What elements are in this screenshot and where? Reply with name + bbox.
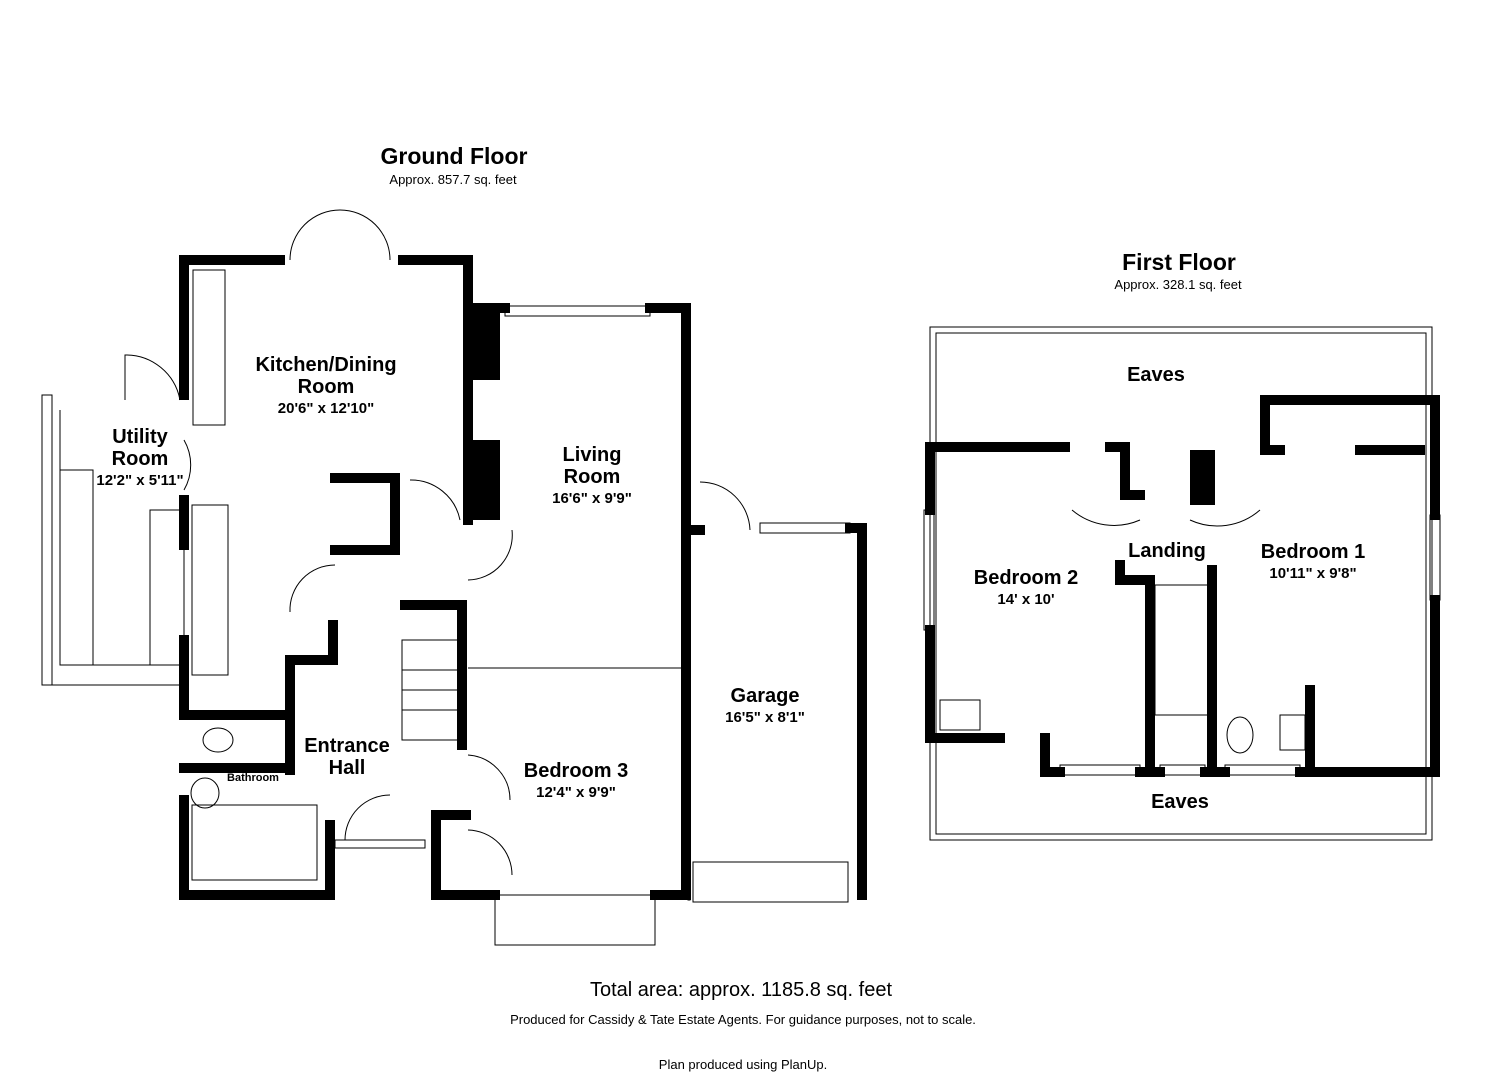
disclaimer: Produced for Cassidy & Tate Estate Agent… xyxy=(510,1012,976,1027)
room-name-line2: Room xyxy=(111,448,169,470)
room-size: 12'2" x 5'11" xyxy=(96,472,184,489)
room-bedroom-2: Bedroom 2 14' x 10' xyxy=(974,567,1078,611)
room-landing: Landing xyxy=(1128,540,1206,562)
room-kitchen-dining: Kitchen/Dining Room 20'6" x 12'10" xyxy=(255,354,396,420)
ground-floor-walls xyxy=(41,209,867,946)
room-utility: Utility Room 12'2" x 5'11" xyxy=(96,426,183,492)
room-name: Garage xyxy=(730,685,800,707)
room-garage: Garage 16'5" x 8'1" xyxy=(725,685,805,729)
room-living: Living Room 16'6" x 9'9" xyxy=(552,444,632,510)
room-name: Bedroom 3 xyxy=(523,760,629,782)
software-credit: Plan produced using PlanUp. xyxy=(658,1057,828,1072)
room-name: Bedroom 2 xyxy=(973,567,1079,589)
room-eaves-bottom: Eaves xyxy=(1151,791,1209,813)
room-entrance-hall: Entrance Hall xyxy=(304,735,390,779)
room-name: Kitchen/Dining xyxy=(255,354,397,376)
room-name-line2: Hall xyxy=(328,757,366,779)
room-size: 16'6" x 9'9" xyxy=(552,490,632,507)
room-size: 14' x 10' xyxy=(997,591,1055,608)
room-name-line2: Room xyxy=(563,466,621,488)
room-bathroom: Bathroom xyxy=(227,772,279,784)
room-size: 16'5" x 8'1" xyxy=(725,709,805,726)
ground-floor-area: Approx. 857.7 sq. feet xyxy=(389,172,517,187)
room-eaves-top: Eaves xyxy=(1127,364,1185,386)
room-size: 10'11" x 9'8" xyxy=(1269,565,1357,582)
first-floor-title: First Floor xyxy=(1122,249,1236,275)
total-area: Total area: approx. 1185.8 sq. feet xyxy=(589,979,893,1001)
room-name: Utility xyxy=(112,426,168,448)
room-name-line2: Room xyxy=(297,376,355,398)
ground-floor-title: Ground Floor xyxy=(380,143,528,169)
room-size: 12'4" x 9'9" xyxy=(536,784,616,801)
first-floor-walls xyxy=(923,326,1441,841)
room-name: Entrance xyxy=(304,735,390,757)
room-name: Living xyxy=(562,444,622,466)
room-bedroom-3: Bedroom 3 12'4" x 9'9" xyxy=(524,760,628,804)
room-name: Bedroom 1 xyxy=(1260,541,1366,563)
first-floor-area: Approx. 328.1 sq. feet xyxy=(1114,277,1242,292)
room-bedroom-1: Bedroom 1 10'11" x 9'8" xyxy=(1261,541,1365,585)
room-size: 20'6" x 12'10" xyxy=(277,400,375,417)
